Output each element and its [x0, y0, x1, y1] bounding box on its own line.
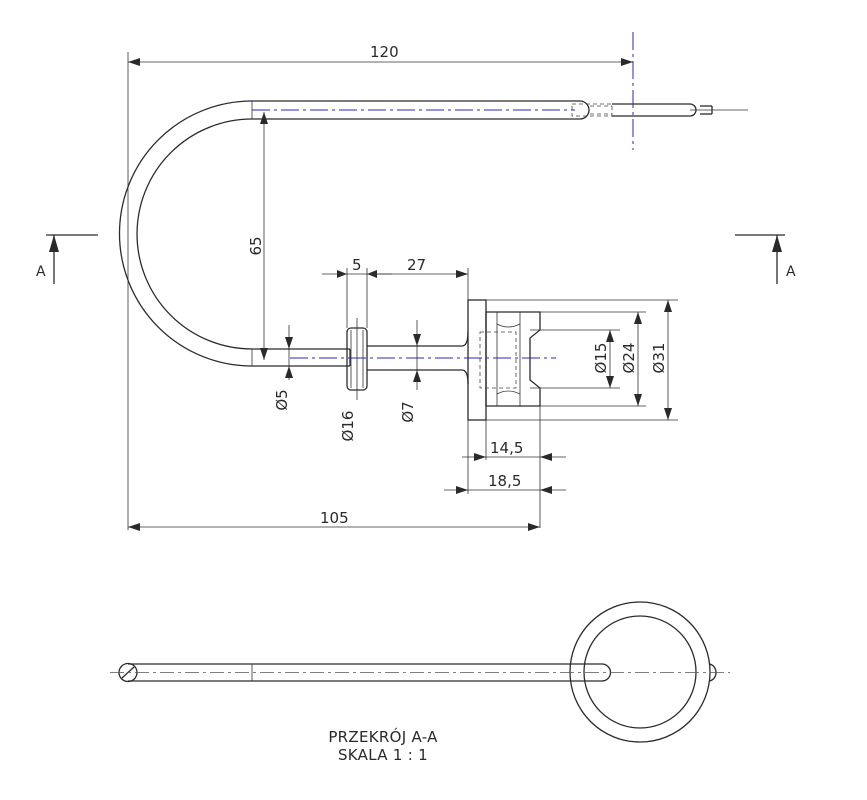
section-arrow-right-head — [772, 235, 782, 252]
dim-base-length: 105 — [320, 509, 349, 527]
dim-collar-diameter: Ø16 — [339, 411, 357, 442]
flange — [467, 299, 487, 421]
section-ring-outer — [569, 601, 711, 743]
knob-groove-profile — [496, 323, 521, 395]
section-arrow-left-head — [49, 235, 59, 252]
pin-tip — [612, 103, 697, 117]
dim-knob-length: 14,5 — [490, 439, 523, 457]
dim-shaft-diameter: Ø7 — [399, 401, 417, 422]
dim-collar-width: 5 — [352, 256, 362, 274]
dim-flange-diameter: Ø31 — [650, 343, 668, 374]
hidden-tip-bore — [571, 103, 613, 117]
dim-pin-diameter: Ø5 — [273, 389, 291, 410]
section-mark-left: A — [36, 264, 46, 280]
knob — [485, 311, 541, 407]
section-rod — [128, 663, 580, 682]
view-title-line2: SKALA 1 : 1 — [338, 746, 428, 764]
wire-inner-contour — [136, 118, 580, 350]
dim-bend-height: 65 — [247, 236, 265, 255]
dim-overall-length: 120 — [370, 43, 399, 61]
section-ring-inner — [583, 615, 697, 729]
view-title-line1: PRZEKRÓJ A-A — [328, 727, 438, 746]
section-view — [110, 601, 730, 743]
hidden-bore — [479, 331, 517, 389]
dim-flange-to-end: 18,5 — [488, 472, 521, 490]
front-view: A A — [36, 32, 796, 421]
dimensions: 120 65 5 27 Ø5 Ø16 Ø7 — [127, 43, 678, 531]
section-mark-right: A — [786, 264, 796, 280]
wire-outer-contour — [118, 100, 580, 367]
dim-groove-diameter: Ø15 — [592, 343, 610, 374]
wire-end-cap — [579, 100, 590, 120]
dim-knob-diameter: Ø24 — [620, 343, 638, 374]
dim-shaft-length: 27 — [407, 256, 426, 274]
